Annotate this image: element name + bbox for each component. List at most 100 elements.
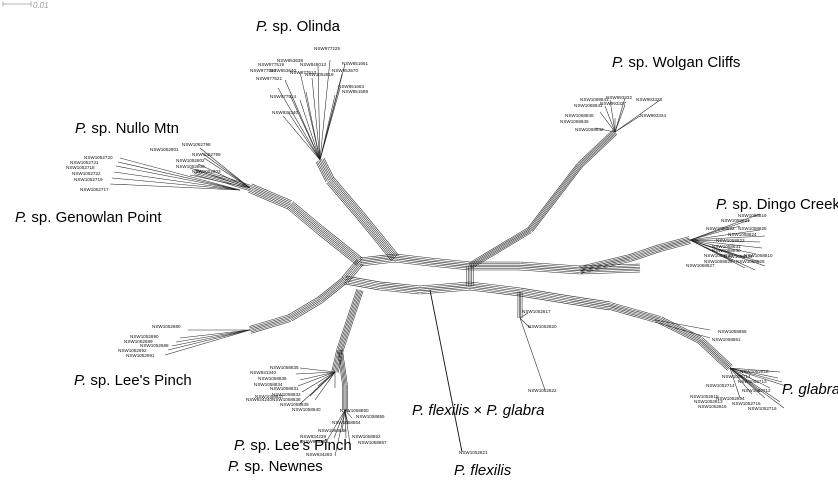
- nullo-band: [319, 229, 361, 263]
- tip-label: NSW1052680: [152, 324, 181, 329]
- core-band: [394, 261, 430, 267]
- wolgan-band: [530, 165, 581, 231]
- dingo-tip-edge: [689, 239, 756, 271]
- glabra-tip-edge: [729, 367, 781, 373]
- tip-label: NSW1052820: [528, 324, 557, 329]
- tip-label: NSW977520: [250, 68, 276, 73]
- nullo-band: [291, 202, 323, 228]
- leespinch2-tip-edge: [297, 371, 336, 387]
- olinda-tip-edge: [277, 87, 321, 161]
- dingo-band: [580, 259, 631, 273]
- newnes-tip-edge: [325, 409, 346, 443]
- leespinch2-tip-edge: [317, 371, 336, 387]
- tip-label: NSW851661: [342, 61, 368, 66]
- tip-label: NSW1058832: [704, 253, 733, 258]
- leespinch2-band: [349, 289, 360, 320]
- glabra-tip-edge: [729, 367, 771, 389]
- leespinch2-tip-edge: [327, 371, 336, 383]
- tip-label: NSW1052691: [126, 353, 155, 358]
- wolgan-band: [468, 228, 530, 265]
- leespinch1-band: [291, 302, 322, 322]
- tip-label: NSW1058831: [270, 386, 299, 391]
- tip-label: NSW993328: [636, 97, 662, 102]
- nullo-band: [292, 201, 324, 227]
- clade-label-wolgan-cliffs: P. sp. Wolgan Cliffs: [612, 54, 740, 71]
- glabra-band: [610, 303, 661, 319]
- nullo-band: [224, 181, 250, 190]
- tip-label: NSW1052722: [72, 171, 101, 176]
- olinda-band: [356, 217, 392, 262]
- core-band: [420, 286, 471, 292]
- dingo-band: [659, 237, 690, 247]
- leespinch2-band: [342, 320, 354, 352]
- core-band: [419, 284, 470, 290]
- olinda-tip-edge: [319, 59, 331, 161]
- nullo-band: [248, 190, 289, 209]
- core-band: [430, 260, 471, 266]
- nullo-band: [322, 226, 363, 259]
- tip-label: NSW1052714: [722, 374, 751, 379]
- wolgan-band: [470, 230, 531, 267]
- wolgan-band: [579, 131, 615, 165]
- olinda-tip-edge: [319, 73, 343, 161]
- tip-label: NSW1052690: [130, 334, 159, 339]
- leespinch1-tip-edge: [167, 329, 251, 351]
- core-band: [519, 269, 580, 275]
- tip-label: NSW1058852: [352, 434, 381, 439]
- tip-label: NSW1052798: [182, 142, 211, 147]
- dingo-tip-edge: [689, 225, 741, 241]
- nullo-band: [289, 204, 321, 231]
- scale-bar-label: 0.01: [33, 1, 49, 10]
- core-band: [469, 288, 520, 295]
- core-band: [395, 256, 431, 262]
- olinda-tip-edge: [282, 115, 321, 161]
- flexilis-tip-edge: [429, 289, 463, 453]
- clade-label-flexilis: P. flexilis: [454, 462, 512, 479]
- glabra-band: [698, 341, 729, 370]
- dingo-tip-edge: [689, 213, 761, 241]
- leespinch2-tip-edge: [295, 371, 336, 375]
- dingo-tip-edge: [689, 239, 761, 263]
- core-band: [380, 283, 421, 288]
- genowlan-tip-edge: [111, 177, 241, 191]
- dingo-band: [660, 240, 691, 249]
- nullo-tip-edge: [203, 157, 251, 189]
- core-band: [519, 268, 580, 273]
- tip-label: NSW853640: [270, 68, 296, 73]
- wolgan-band: [527, 163, 578, 229]
- nullo-tip-edge: [201, 152, 251, 189]
- core-band: [580, 270, 641, 273]
- core-band: [379, 286, 420, 292]
- newnes-band: [338, 350, 345, 386]
- core-band: [359, 255, 395, 260]
- nullo-band: [195, 169, 226, 178]
- core-band: [344, 261, 360, 280]
- leespinch2-band: [346, 288, 358, 320]
- olinda-band: [319, 159, 331, 181]
- leespinch2-band: [336, 318, 348, 350]
- tip-label: NSW1058830: [712, 248, 741, 253]
- core-band: [520, 264, 581, 270]
- tip-label: NSW1052802: [176, 158, 205, 163]
- nullo-band: [195, 170, 226, 179]
- tip-label: NSW1058835: [270, 365, 299, 370]
- tip-label: NSW848013: [300, 62, 326, 67]
- clade-label-genowlan-point: P. sp. Genowlan Point: [15, 209, 162, 226]
- core-band: [379, 289, 420, 295]
- tip-label: NSW1068841: [574, 103, 603, 108]
- glabra-band: [658, 322, 699, 344]
- tip-label: NSW1058824: [728, 232, 757, 237]
- leespinch1-band: [318, 278, 344, 299]
- dingo-tip-edge: [689, 229, 761, 241]
- olinda-band: [321, 159, 332, 180]
- core-band: [569, 303, 610, 311]
- core-band: [360, 260, 396, 265]
- tip-label: NSW993334: [640, 113, 666, 118]
- clade-label-hybrid: P. flexilis × P. glabra: [412, 402, 544, 419]
- tip-label: NSW1052694: [716, 396, 745, 401]
- leespinch1-tip-edge: [179, 329, 251, 339]
- tip-label: NSW1052713: [738, 379, 767, 384]
- tip-label: NSW853570: [332, 68, 358, 73]
- core-band: [342, 260, 359, 279]
- tip-label: NSW977225: [314, 46, 340, 51]
